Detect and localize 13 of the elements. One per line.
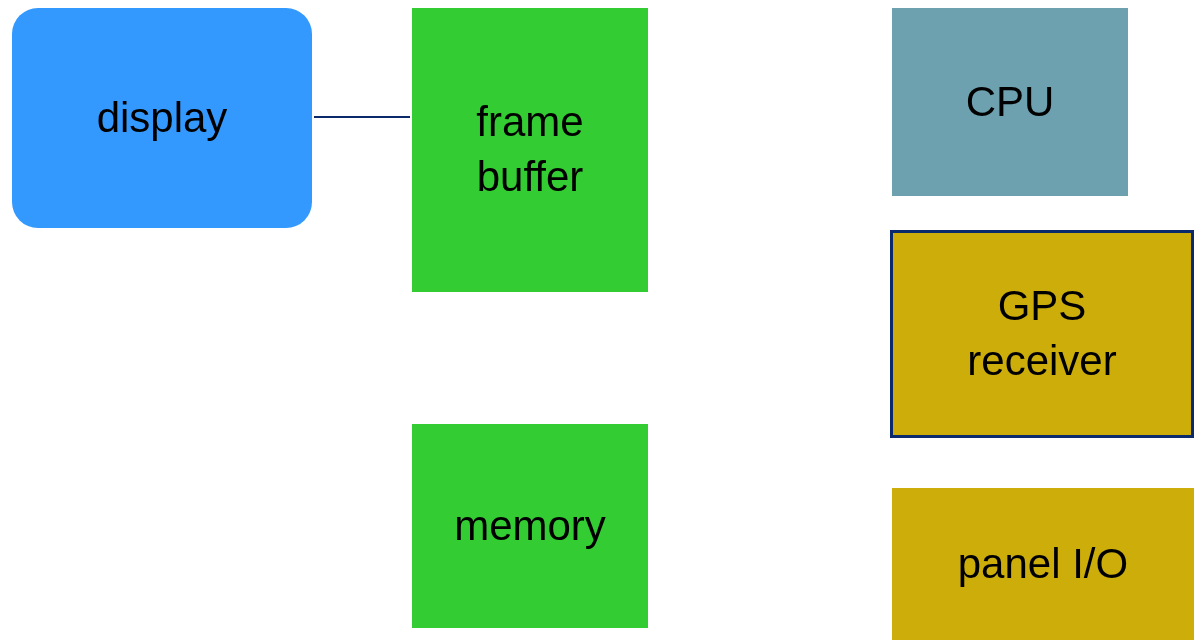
- process-box: [892, 488, 1194, 640]
- node-label: GPS receiver: [966, 281, 1118, 386]
- node-label: memory: [454, 500, 606, 551]
- process-box: [892, 8, 1128, 196]
- process-box: [890, 230, 1194, 438]
- node-label: display: [96, 92, 228, 143]
- node-label: CPU: [965, 76, 1055, 127]
- node-label: panel I/O: [957, 538, 1129, 589]
- process-box: [12, 8, 312, 228]
- connector-line: [313, 116, 411, 118]
- process-box: [412, 8, 648, 292]
- node-label: frame buffer: [475, 97, 585, 202]
- process-box: [412, 424, 648, 628]
